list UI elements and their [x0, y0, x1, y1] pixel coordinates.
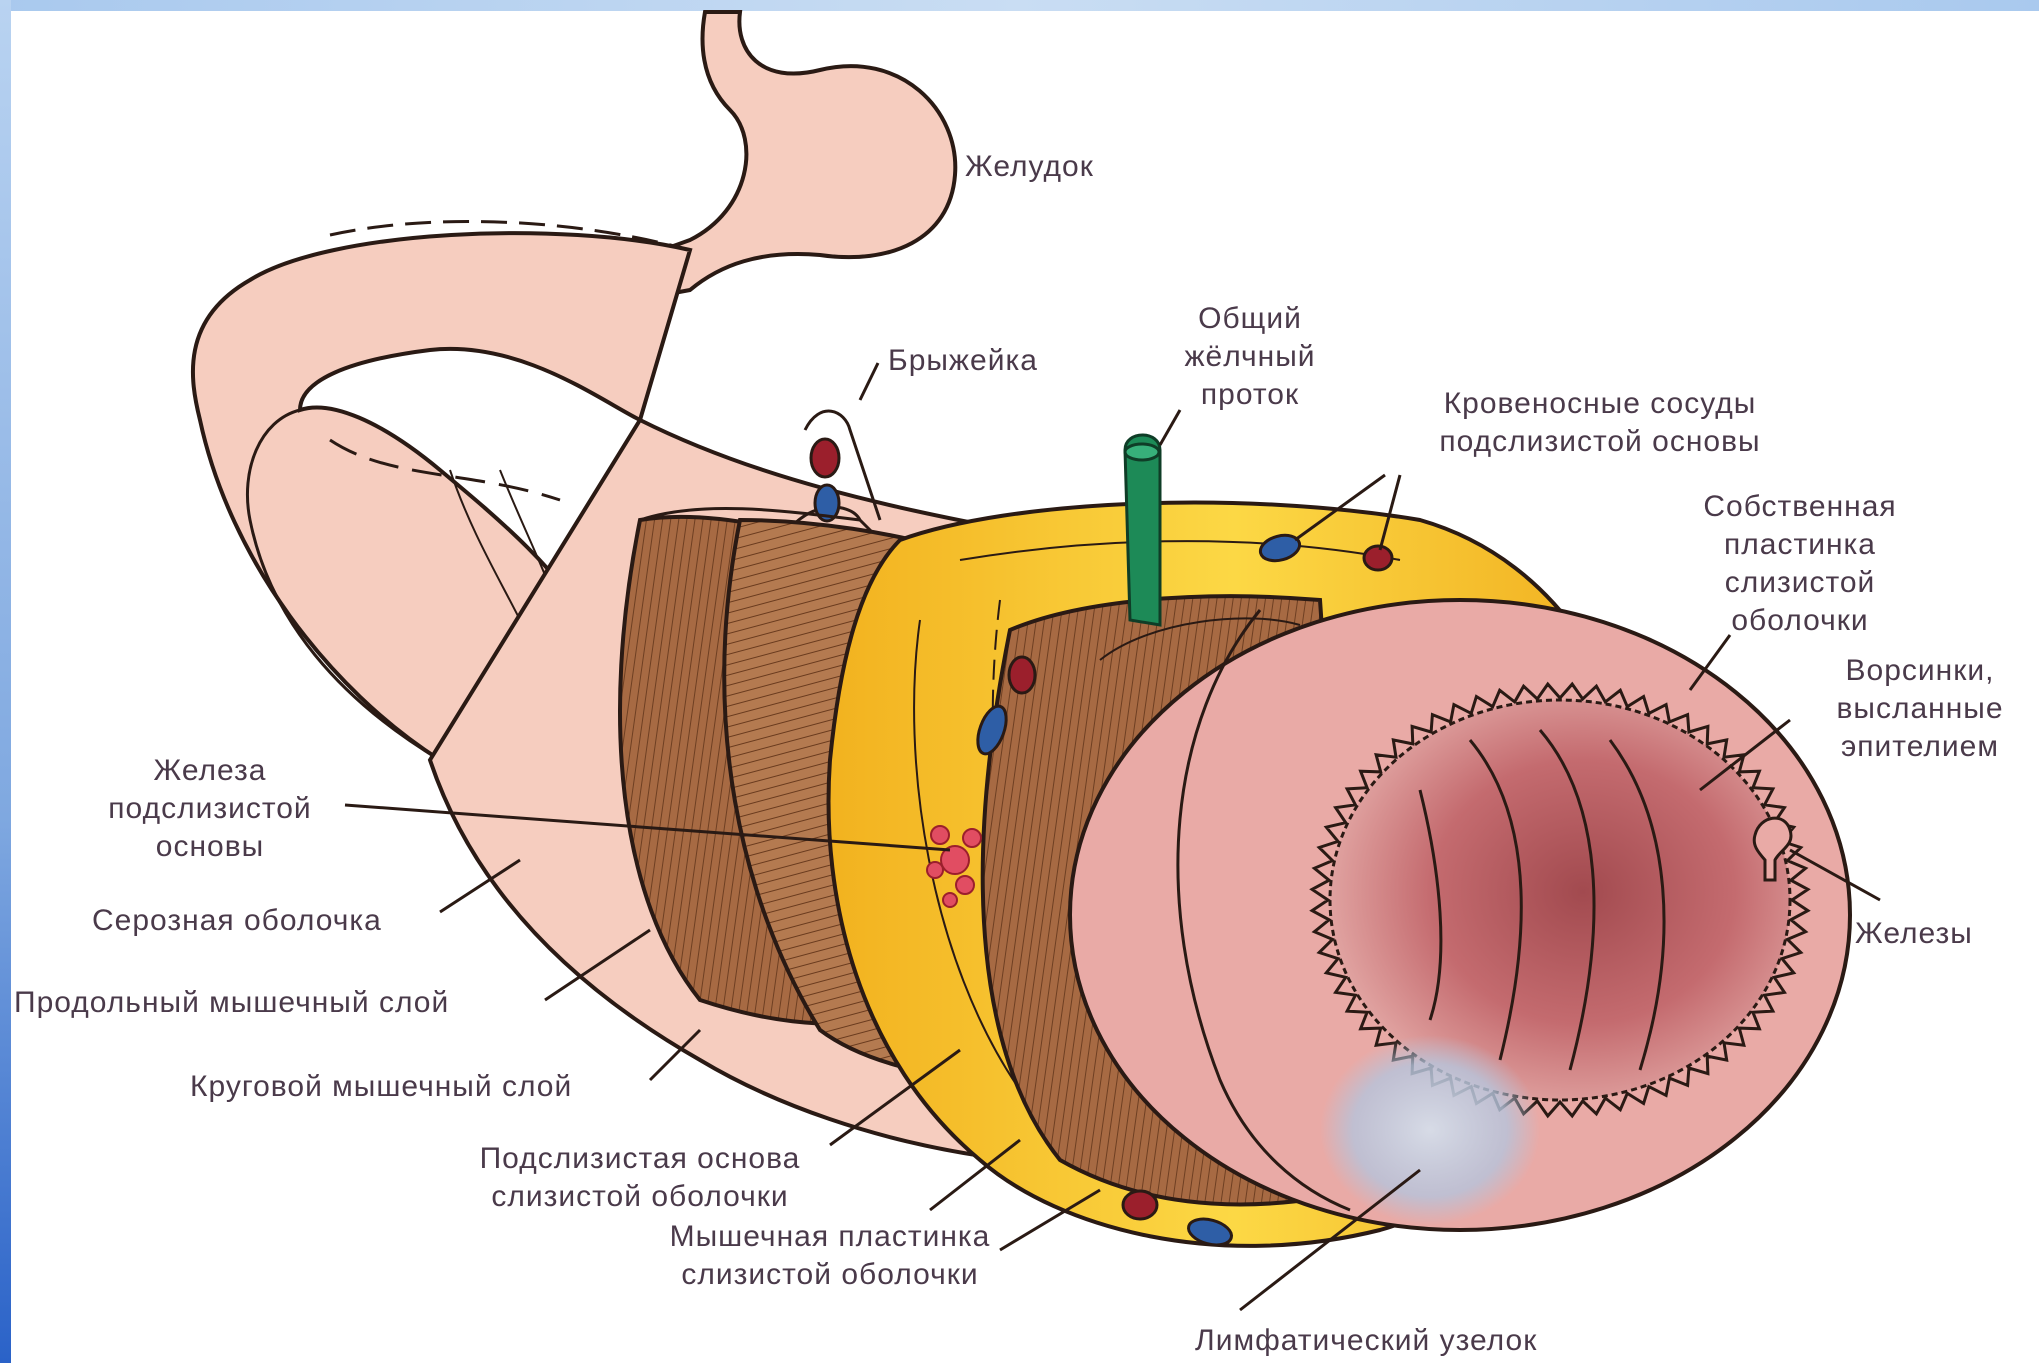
lymph-nodule	[1320, 1035, 1540, 1225]
label-villi: Ворсинки, высланные эпителием	[1800, 652, 2039, 766]
label-mesentery: Брыжейка	[888, 342, 1038, 380]
label-submucosa: Подслизистая основа слизистой оболочки	[430, 1140, 850, 1216]
label-glands: Железы	[1855, 915, 1973, 953]
label-muscularis-mucosae: Мышечная пластинка слизистой оболочки	[620, 1218, 1040, 1294]
label-stomach: Желудок	[965, 148, 1094, 186]
label-bile-duct: Общий жёлчный проток	[1160, 300, 1340, 414]
label-longitudinal-muscle: Продольный мышечный слой	[14, 984, 449, 1022]
label-lamina-propria: Собственная пластинка слизистой оболочки	[1660, 488, 1940, 640]
label-circular-muscle: Круговой мышечный слой	[190, 1068, 572, 1106]
label-lymph-node: Лимфатический узелок	[1195, 1322, 1537, 1360]
label-submucosal-gland: Железа подслизистой основы	[70, 752, 350, 866]
bile-duct-tube	[1125, 435, 1160, 625]
label-submucosa-vessels: Кровеносные сосуды подслизистой основы	[1390, 385, 1810, 461]
label-serosa: Серозная оболочка	[92, 902, 382, 940]
